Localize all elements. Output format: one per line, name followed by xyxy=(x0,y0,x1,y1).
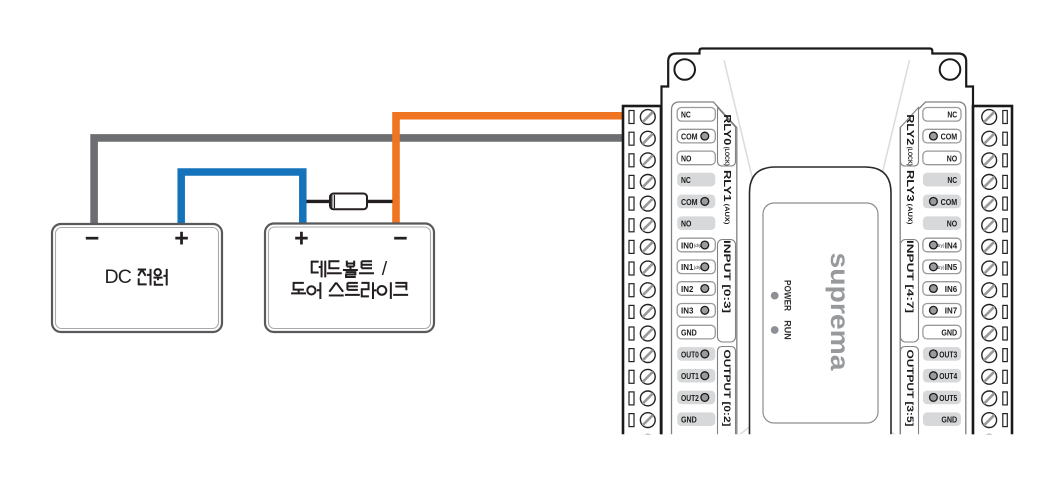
svg-text:D: D xyxy=(104,266,118,288)
svg-text:(dry): (dry) xyxy=(936,243,945,248)
svg-text:OUT5: OUT5 xyxy=(939,393,957,403)
svg-text:NC: NC xyxy=(681,175,691,185)
svg-text:RLY0: RLY0 xyxy=(721,114,732,146)
svg-text:−: − xyxy=(393,225,408,253)
svg-text:COM: COM xyxy=(681,132,698,142)
svg-text:NO: NO xyxy=(947,153,958,163)
svg-text:GND: GND xyxy=(941,415,957,425)
svg-text:OUT3: OUT3 xyxy=(939,349,957,359)
svg-text:(LOCK): (LOCK) xyxy=(723,147,730,166)
svg-text:NC: NC xyxy=(947,175,957,185)
svg-text:NO: NO xyxy=(681,219,692,229)
svg-text:INPUT [4:7]: INPUT [4:7] xyxy=(904,240,915,313)
svg-text:(LOCK): (LOCK) xyxy=(906,147,913,166)
svg-text:IN0: IN0 xyxy=(681,240,694,250)
svg-text:RLY2: RLY2 xyxy=(904,114,915,146)
svg-text:OUTPUT [0:2]: OUTPUT [0:2] xyxy=(721,350,732,427)
svg-text:IN7: IN7 xyxy=(945,306,958,316)
svg-text:GND: GND xyxy=(681,415,697,425)
svg-text:IN5: IN5 xyxy=(945,262,958,272)
svg-text:INPUT [0:3]: INPUT [0:3] xyxy=(721,240,732,313)
svg-text:COM: COM xyxy=(941,132,958,142)
svg-text:NC: NC xyxy=(947,110,957,120)
svg-text:COM: COM xyxy=(681,197,698,207)
svg-text:(dry): (dry) xyxy=(936,265,945,270)
svg-text:GND: GND xyxy=(681,328,697,338)
svg-text:NC: NC xyxy=(681,110,691,120)
svg-text:(AUX): (AUX) xyxy=(723,204,730,225)
svg-text:OUT2: OUT2 xyxy=(681,393,699,403)
svg-text:GND: GND xyxy=(941,328,957,338)
svg-text:IN2: IN2 xyxy=(681,284,694,294)
svg-text:(dry): (dry) xyxy=(694,243,703,248)
svg-text:POWER: POWER xyxy=(783,280,793,311)
svg-text:OUTPUT [3:5]: OUTPUT [3:5] xyxy=(904,350,915,427)
svg-text:suprema: suprema xyxy=(825,253,855,372)
svg-text:RLY1: RLY1 xyxy=(721,170,732,202)
svg-text:(AUX): (AUX) xyxy=(906,204,913,225)
svg-text:RLY3: RLY3 xyxy=(904,170,915,202)
svg-text:+: + xyxy=(174,225,189,253)
svg-text:NO: NO xyxy=(681,153,692,163)
svg-text:OUT0: OUT0 xyxy=(681,349,699,359)
svg-text:C: C xyxy=(118,266,132,288)
svg-text:/: / xyxy=(382,258,388,280)
svg-text:RUN: RUN xyxy=(783,320,793,340)
svg-text:IN3: IN3 xyxy=(681,306,694,316)
svg-text:IN1: IN1 xyxy=(681,262,694,272)
svg-text:NO: NO xyxy=(947,219,958,229)
svg-text:+: + xyxy=(294,225,309,253)
svg-text:−: − xyxy=(85,225,100,253)
svg-text:IN4: IN4 xyxy=(945,240,958,250)
svg-text:OUT1: OUT1 xyxy=(681,371,699,381)
svg-text:OUT4: OUT4 xyxy=(939,371,957,381)
svg-text:COM: COM xyxy=(941,197,958,207)
svg-text:(dry): (dry) xyxy=(694,265,703,270)
svg-text:IN6: IN6 xyxy=(945,284,958,294)
